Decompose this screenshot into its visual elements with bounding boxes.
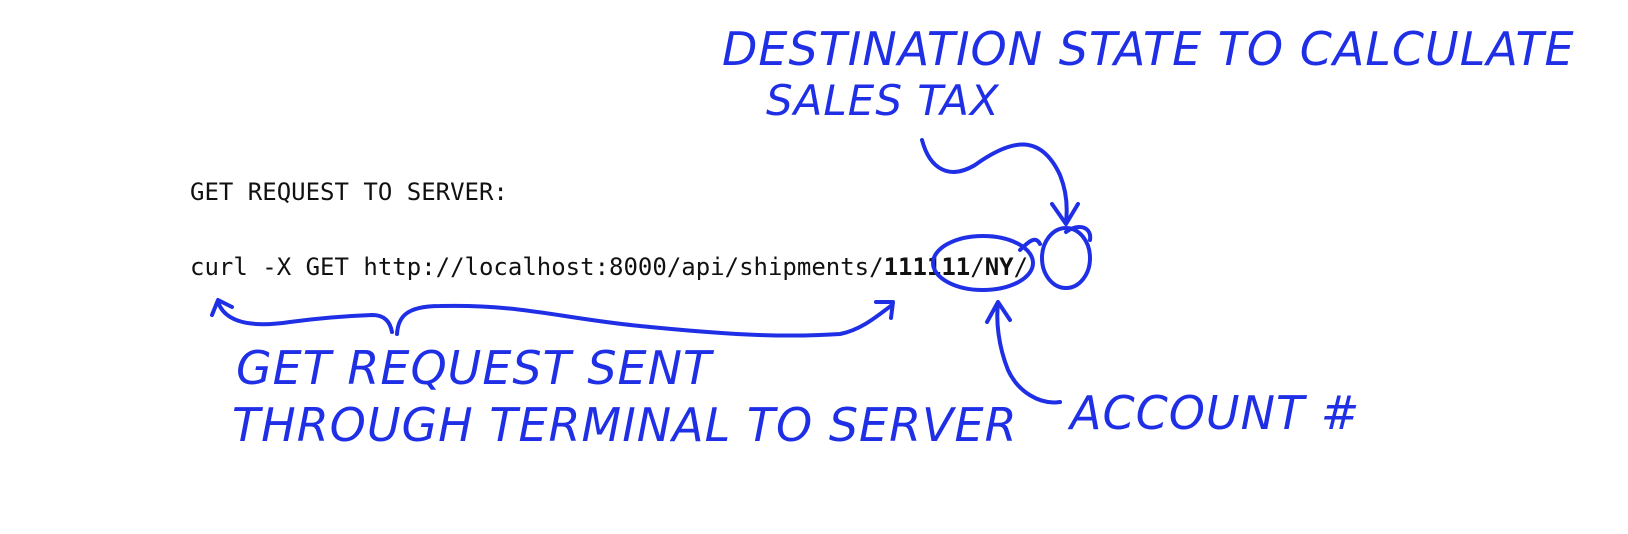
destination-annotation-line1: DESTINATION STATE TO CALCULATE [722,22,1575,76]
command-bracket-left [216,300,394,334]
destination-annotation-line2: SALES TAX [766,76,1000,125]
bracket-right-arrowhead [874,300,895,320]
bracket-left-arrowhead [210,298,234,317]
state-circle-tail [1064,224,1093,242]
destination-arrowhead [1050,202,1080,226]
get-request-annotation-line2: THROUGH TERMINAL TO SERVER [232,398,1018,452]
account-arrowhead [985,300,1012,324]
destination-arrow [920,138,1069,224]
account-arrow [995,302,1062,405]
curl-command: curl -X GET http://localhost:8000/api/sh… [190,255,1028,279]
account-number-value: 111111 [883,253,971,281]
state-circle [1040,226,1092,290]
path-separator: / [970,253,985,281]
path-trailing-slash: / [1013,253,1029,281]
state-code-value: NY [984,253,1014,281]
request-heading: GET REQUEST TO SERVER: [190,178,508,206]
account-annotation: ACCOUNT # [1070,386,1361,440]
command-bracket-right [395,303,894,338]
account-circle-tail [1018,237,1042,252]
curl-command-prefix: curl -X GET http://localhost:8000/api/sh… [190,253,884,281]
get-request-annotation-line1: GET REQUEST SENT [236,341,713,395]
